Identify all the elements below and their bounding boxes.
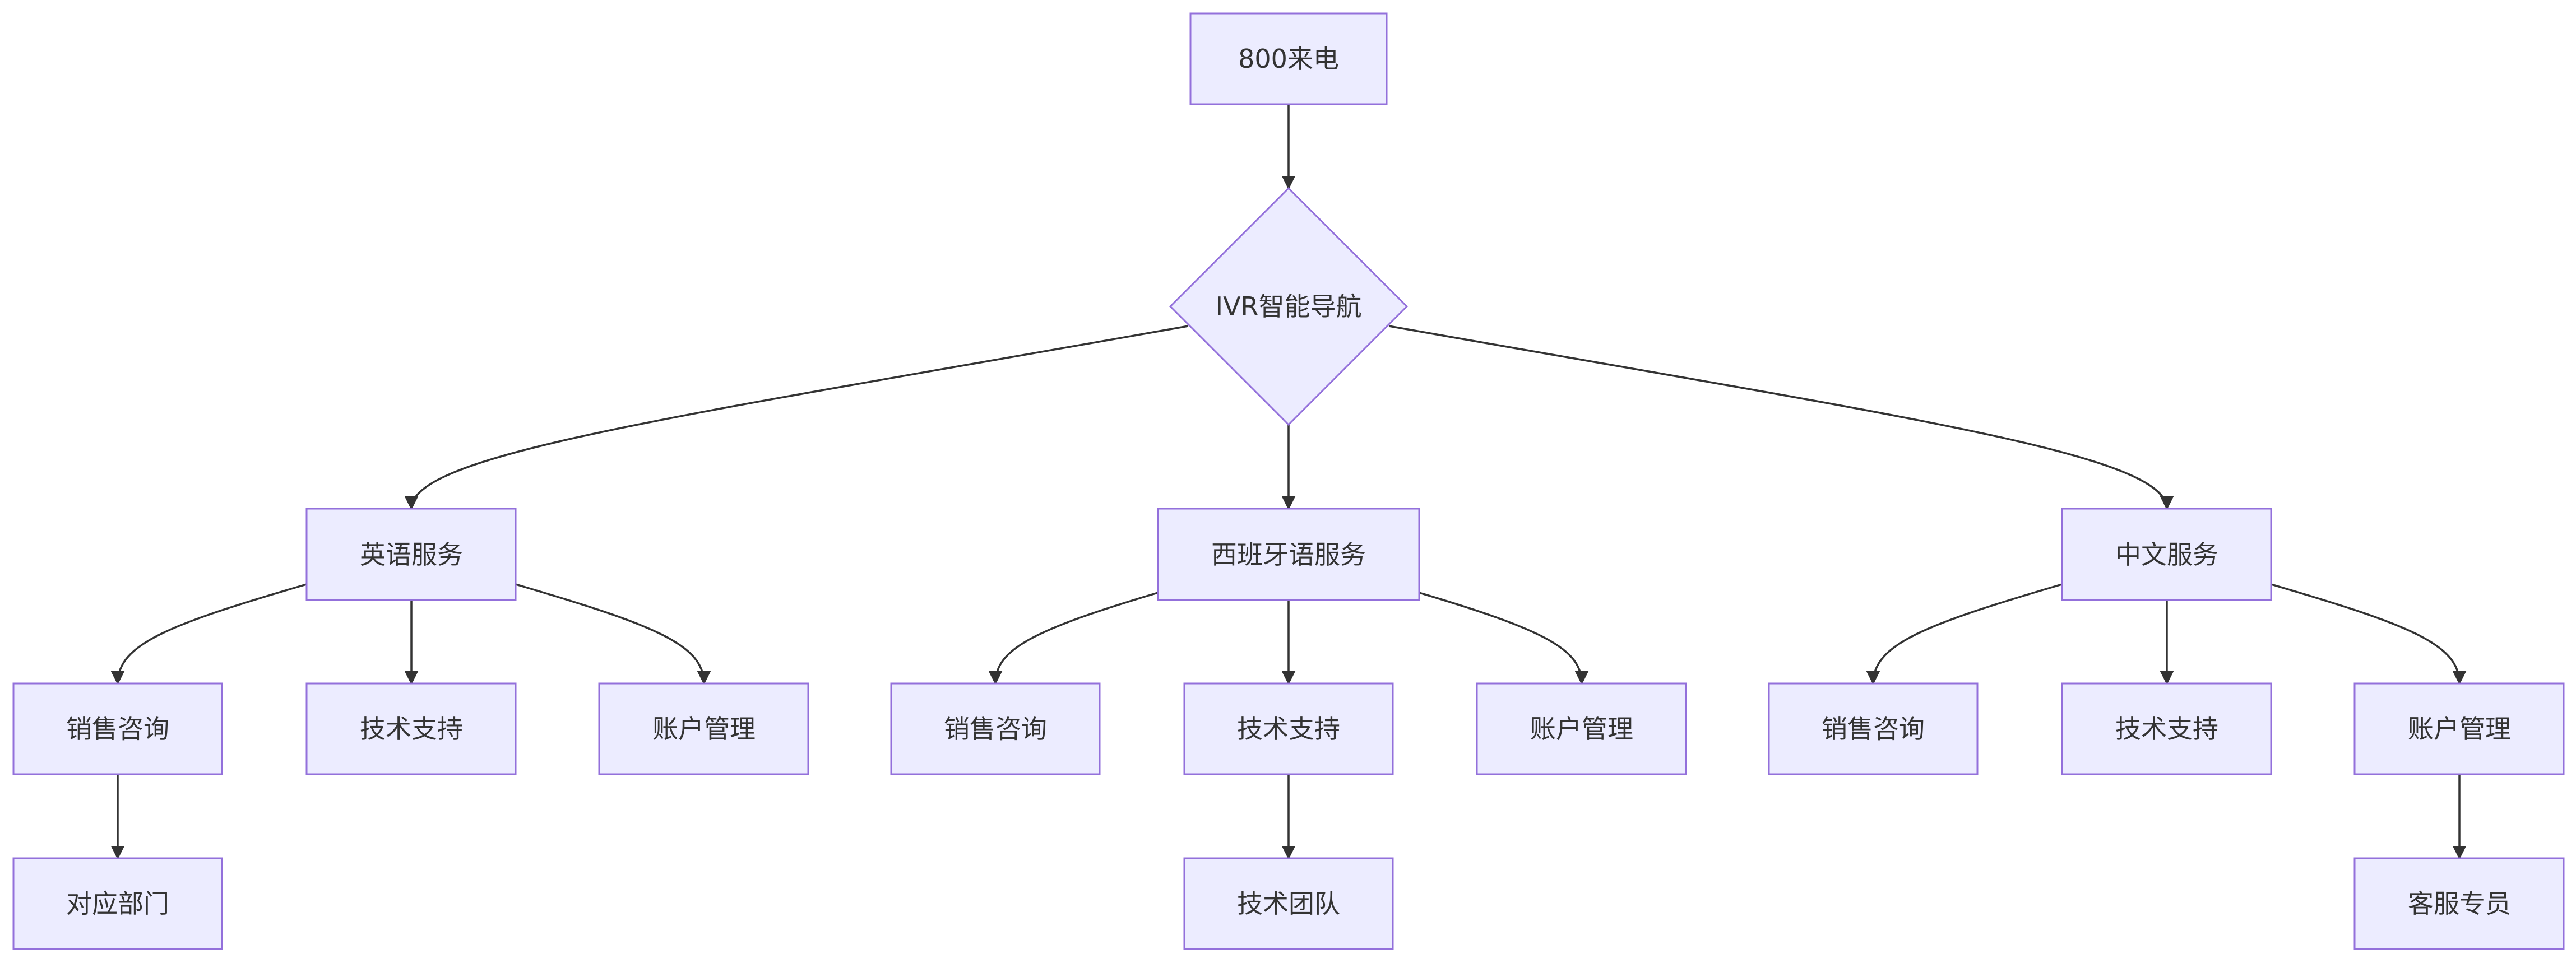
node-zh-acct: 账户管理 bbox=[2353, 682, 2565, 775]
node-zh: 中文服务 bbox=[2061, 508, 2272, 601]
node-zh-tech: 技术支持 bbox=[2061, 682, 2272, 775]
node-es-tech-box bbox=[1183, 682, 1394, 775]
node-en-sales-label: 销售咨询 bbox=[66, 714, 169, 744]
node-call: 800来电 bbox=[1189, 12, 1388, 105]
node-ivr: IVR智能导航 bbox=[1169, 187, 1409, 426]
node-en-tech-label: 技术支持 bbox=[360, 714, 463, 744]
edge-ivr-en bbox=[404, 325, 1189, 510]
node-zh-box bbox=[2061, 508, 2272, 601]
node-es: 西班牙语服务 bbox=[1157, 508, 1420, 601]
edges bbox=[110, 104, 2467, 860]
node-tech-team-box bbox=[1183, 857, 1394, 950]
node-en-sales-box bbox=[12, 682, 223, 775]
edge-en-sales bbox=[110, 583, 307, 685]
node-es-sales-label: 销售咨询 bbox=[944, 714, 1047, 744]
node-dept-label: 对应部门 bbox=[66, 888, 169, 919]
edge-en-acct bbox=[515, 583, 711, 685]
node-en-acct-label: 账户管理 bbox=[652, 714, 756, 744]
node-en-tech-box bbox=[305, 682, 517, 775]
node-ivr-diamond bbox=[1169, 187, 1409, 426]
node-es-acct: 账户管理 bbox=[1476, 682, 1687, 775]
node-en-tech: 技术支持 bbox=[305, 682, 517, 775]
node-es-tech-label: 技术支持 bbox=[1237, 714, 1340, 744]
edge-ivr-zh bbox=[1388, 325, 2174, 510]
edge-es-sales bbox=[988, 592, 1159, 685]
node-en-sales: 销售咨询 bbox=[12, 682, 223, 775]
edge-es-acct bbox=[1419, 592, 1589, 685]
node-en-box bbox=[305, 508, 517, 601]
node-es-sales: 销售咨询 bbox=[890, 682, 1101, 775]
node-zh-sales: 销售咨询 bbox=[1768, 682, 1979, 775]
edge-zh-sales bbox=[1866, 583, 2063, 685]
node-dept-box bbox=[12, 857, 223, 950]
node-es-box bbox=[1157, 508, 1420, 601]
node-tech-team-label: 技术团队 bbox=[1237, 888, 1340, 919]
node-en: 英语服务 bbox=[305, 508, 517, 601]
node-dept: 对应部门 bbox=[12, 857, 223, 950]
node-en-acct-box bbox=[598, 682, 809, 775]
node-tech-team: 技术团队 bbox=[1183, 857, 1394, 950]
node-zh-label: 中文服务 bbox=[2115, 539, 2218, 570]
node-agent: 客服专员 bbox=[2353, 857, 2565, 950]
node-ivr-label: IVR智能导航 bbox=[1216, 291, 1362, 322]
node-en-acct: 账户管理 bbox=[598, 682, 809, 775]
node-zh-acct-label: 账户管理 bbox=[2408, 714, 2511, 744]
node-en-label: 英语服务 bbox=[360, 539, 463, 570]
node-zh-sales-label: 销售咨询 bbox=[1822, 714, 1925, 744]
node-zh-tech-label: 技术支持 bbox=[2115, 714, 2218, 744]
node-es-acct-box bbox=[1476, 682, 1687, 775]
edge-zh-acct bbox=[2271, 583, 2467, 685]
node-zh-acct-box bbox=[2353, 682, 2565, 775]
node-es-sales-box bbox=[890, 682, 1101, 775]
node-call-box bbox=[1189, 12, 1388, 105]
node-agent-label: 客服专员 bbox=[2408, 888, 2511, 919]
node-agent-box bbox=[2353, 857, 2565, 950]
node-es-label: 西班牙语服务 bbox=[1211, 539, 1366, 570]
node-zh-tech-box bbox=[2061, 682, 2272, 775]
node-zh-sales-box bbox=[1768, 682, 1979, 775]
node-call-label: 800来电 bbox=[1238, 44, 1339, 74]
node-es-acct-label: 账户管理 bbox=[1530, 714, 1633, 744]
node-es-tech: 技术支持 bbox=[1183, 682, 1394, 775]
